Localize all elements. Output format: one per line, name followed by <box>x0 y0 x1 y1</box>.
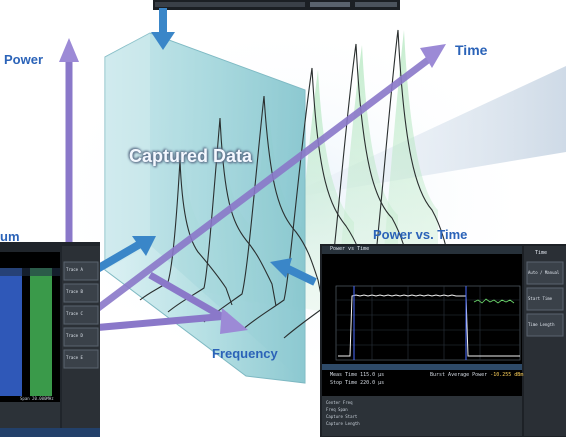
pvt-title: Power vs Time <box>330 246 370 252</box>
top-screen-fragment <box>153 0 400 10</box>
captured-data-label: Captured Data <box>129 146 253 166</box>
stop-time-label: Stop Time <box>330 380 358 386</box>
pvt-side-btn-3: Time Length <box>528 322 555 327</box>
power-label: Power <box>4 52 44 67</box>
pvt-meas-time: Meas Time 115.0 µs <box>330 372 384 378</box>
pvt-stop-time: Stop Time 220.0 µs <box>330 380 384 386</box>
meas-time-value: 115.0 µs <box>360 372 385 378</box>
burst-avg-value: -10.255 dBm <box>490 372 524 378</box>
pvt-side-btn-2: Start Time <box>528 296 553 301</box>
meas-time-label: Meas Time <box>330 372 358 378</box>
spec-btn-2: Trace B <box>66 289 83 294</box>
pvt-footer-1: Center Freq <box>326 400 353 405</box>
pvt-burst-avg: Burst Average Power -10.255 dBm <box>430 372 523 378</box>
spec-btn-5: Trace E <box>66 355 83 360</box>
power-vs-time-screen <box>320 244 566 437</box>
spectrum-screen <box>0 242 100 437</box>
time-axis <box>66 44 446 333</box>
blue-arrows <box>89 8 317 286</box>
burst-avg-label: Burst Average Power <box>430 372 488 378</box>
captured-data-slab <box>104 32 306 384</box>
spec-btn-1: Trace A <box>66 267 83 272</box>
pvt-side-btn-1: Auto / Manual <box>528 270 560 275</box>
spec-footer: Span 20.000MHz <box>20 396 54 401</box>
spectrum-label: um <box>0 229 20 244</box>
time-label: Time <box>455 42 488 58</box>
power-vs-time-label: Power vs. Time <box>373 227 468 242</box>
frequency-label: Frequency <box>212 346 278 361</box>
pvt-footer-4: Capture Length <box>326 421 360 426</box>
stop-time-value: 220.0 µs <box>360 380 385 386</box>
spec-btn-3: Trace C <box>66 311 83 316</box>
spec-btn-4: Trace D <box>66 333 83 338</box>
pvt-footer-3: Capture Start <box>326 414 358 419</box>
pvt-side-title: Time <box>535 250 548 256</box>
pvt-footer-2: Freq Span <box>326 407 348 412</box>
